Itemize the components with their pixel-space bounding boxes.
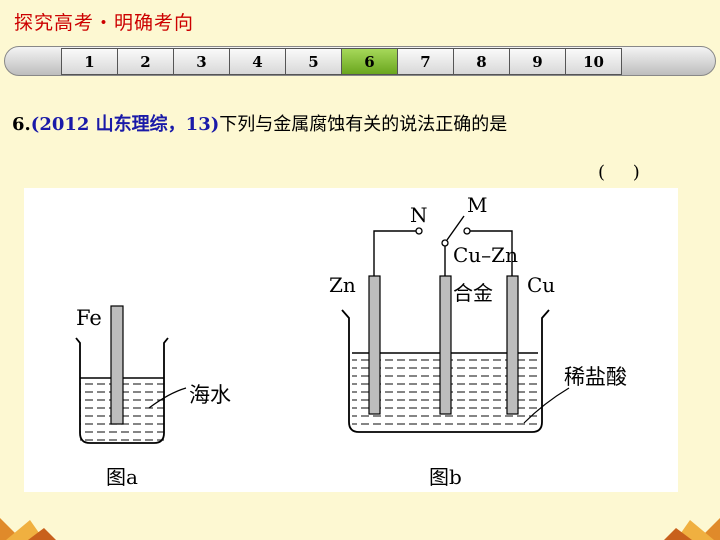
fig-b-liquid-label: 稀盐酸 [564,365,627,389]
fig-b-cu-electrode [506,275,519,415]
fig-a-caption: 图a [106,465,138,489]
question-stem: 6.(2012 山东理综，13)下列与金属腐蚀有关的说法正确的是 [12,110,507,136]
fig-b: N M Cu–Zn 合金 Zn Cu 稀盐酸 图b [329,193,627,489]
nav-item-9[interactable]: 9 [509,48,566,75]
fig-b-caption: 图b [429,465,462,489]
page-title: 探究高考・明确考向 [14,12,195,34]
nav-item-5[interactable]: 5 [285,48,342,75]
fig-b-cu-label: Cu [527,273,555,297]
question-source: (2012 山东理综，13) [30,114,220,135]
fig-b-zn-label: Zn [329,273,356,297]
nav-item-7[interactable]: 7 [397,48,454,75]
fig-a: Fe 海水 图a [75,305,231,489]
nav-item-10[interactable]: 10 [565,48,622,75]
question-text: 下列与金属腐蚀有关的说法正确的是 [219,114,508,135]
nav-item-6[interactable]: 6 [341,48,398,75]
fig-b-zn-electrode [368,275,381,415]
fig-a-beaker [75,337,169,444]
fig-b-beaker [341,309,550,433]
fig-b-wire-right [470,230,513,276]
nav-item-4[interactable]: 4 [229,48,286,75]
fig-a-liquid-label: 海水 [189,383,231,407]
fig-a-fe-electrode [110,305,124,425]
fig-b-switch [446,215,465,241]
question-nav: 1 2 3 4 5 6 7 8 9 10 [61,48,622,75]
fig-b-alloy-electrode [439,275,452,415]
corner-decoration-left [0,518,56,540]
corner-decoration-right [664,518,720,540]
fig-b-label-m: M [467,193,487,217]
fig-b-alloy-label-1: Cu–Zn [453,243,518,267]
nav-item-2[interactable]: 2 [117,48,174,75]
fig-b-label-n: N [410,203,428,227]
fig-b-wire-left [373,230,416,276]
answer-blank: ( ) [598,162,640,183]
nav-item-8[interactable]: 8 [453,48,510,75]
nav-item-1[interactable]: 1 [61,48,118,75]
diagram-figure: Fe 海水 图a N M Cu–Zn 合金 Zn Cu [24,188,678,492]
fig-b-alloy-label-2: 合金 [453,281,493,305]
fig-a-electrode-label: Fe [76,306,102,330]
nav-item-3[interactable]: 3 [173,48,230,75]
question-number: 6. [12,114,31,135]
